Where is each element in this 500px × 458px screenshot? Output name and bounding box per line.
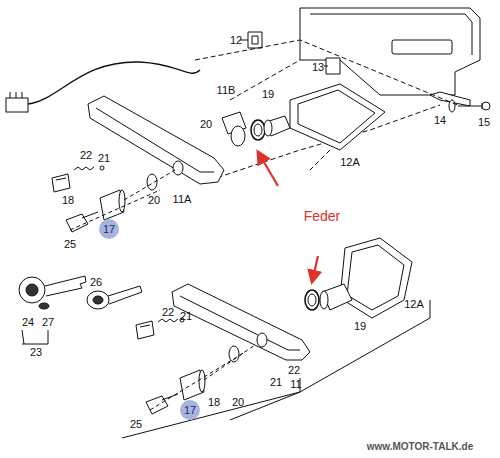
callout-number: 17 bbox=[103, 224, 115, 235]
callout-number: 18 bbox=[208, 397, 220, 408]
callout-number: 21 bbox=[270, 377, 282, 388]
callout-number: 22 bbox=[162, 307, 174, 318]
callout-number: 26 bbox=[90, 277, 102, 288]
callout-number: 13 bbox=[312, 62, 324, 73]
callout-number: 17 bbox=[184, 405, 196, 416]
callout-number: 15 bbox=[478, 117, 490, 128]
watermark: www.MOTOR-TALK.de bbox=[367, 442, 473, 452]
callout-number: 20 bbox=[148, 195, 160, 206]
callout-circle: 17 bbox=[180, 400, 200, 420]
callout-number: 18 bbox=[62, 195, 74, 206]
callout-number: 12A bbox=[340, 157, 360, 168]
callout-number: 21 bbox=[98, 153, 110, 164]
callout-number: 20 bbox=[232, 397, 244, 408]
callout-number: 22 bbox=[288, 365, 300, 376]
callout-number: 27 bbox=[42, 317, 54, 328]
callout-number: 19 bbox=[354, 321, 366, 332]
callout-number: 23 bbox=[30, 347, 42, 358]
callout-number: 25 bbox=[130, 419, 142, 430]
callout-number: 24 bbox=[22, 317, 34, 328]
annotation-text: Feder bbox=[304, 209, 341, 223]
callout-number: 11 bbox=[290, 379, 301, 390]
callout-number: 20 bbox=[200, 119, 212, 130]
callout-number: 11A bbox=[173, 194, 192, 205]
callout-number: 25 bbox=[64, 239, 76, 250]
callout-number: 19 bbox=[262, 89, 274, 100]
callout-number: 21 bbox=[180, 311, 192, 322]
callout-number: 12A bbox=[404, 299, 424, 310]
callout-number: 12 bbox=[230, 35, 242, 46]
callout-number: 14 bbox=[434, 115, 446, 126]
callout-circle: 17 bbox=[99, 219, 119, 239]
callout-number: 22 bbox=[80, 150, 92, 161]
callout-number: 11B bbox=[217, 85, 236, 96]
